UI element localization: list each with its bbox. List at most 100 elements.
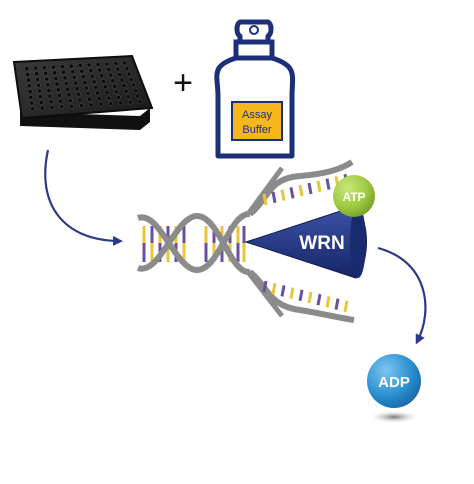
strand-base bbox=[298, 289, 304, 302]
microplate-well bbox=[74, 86, 80, 91]
microplate-well bbox=[77, 63, 83, 68]
microplate-well bbox=[59, 104, 65, 110]
microplate-well bbox=[27, 89, 33, 94]
wrn-label: WRN bbox=[299, 233, 344, 254]
microplate-well bbox=[128, 77, 134, 82]
microplate-well bbox=[33, 65, 39, 71]
microplate-well bbox=[112, 83, 117, 89]
microplate-well bbox=[82, 80, 88, 85]
microplate-well bbox=[125, 94, 131, 100]
strand-base bbox=[271, 191, 277, 204]
microplate-well bbox=[47, 93, 53, 99]
wrn-helicase-icon: WRN bbox=[244, 205, 367, 279]
microplate-well bbox=[79, 68, 85, 74]
adp-label: ADP bbox=[378, 374, 410, 391]
microplate-well bbox=[124, 66, 130, 71]
microplate-well bbox=[118, 100, 123, 106]
microplate-well bbox=[52, 70, 58, 76]
microplate-well bbox=[133, 88, 138, 93]
microplate-well bbox=[90, 73, 95, 79]
microplate-well bbox=[62, 75, 68, 81]
microplate-well bbox=[39, 105, 45, 111]
microplate-well bbox=[123, 88, 129, 94]
microplate-well bbox=[36, 82, 41, 88]
microplate-well bbox=[87, 96, 92, 102]
microplate-well bbox=[119, 77, 125, 83]
microplate-well bbox=[35, 77, 40, 82]
microplate-well bbox=[130, 82, 136, 88]
strand-base bbox=[343, 300, 349, 313]
strand-base bbox=[271, 282, 277, 295]
microplate-well bbox=[45, 82, 51, 88]
microplate-well bbox=[101, 78, 106, 84]
microplate-well bbox=[113, 61, 119, 66]
microplate-well bbox=[49, 105, 55, 110]
microplate-well bbox=[57, 93, 62, 98]
bottle-label bbox=[231, 101, 283, 141]
strand-base bbox=[280, 189, 286, 201]
microplate-well bbox=[80, 74, 86, 80]
microplate-well bbox=[115, 66, 121, 72]
strand-base bbox=[307, 291, 313, 304]
microplate-well bbox=[63, 81, 69, 86]
dna-helix-icon bbox=[136, 159, 355, 323]
microplate-well bbox=[38, 94, 43, 100]
microplate-well bbox=[122, 60, 128, 66]
microplate-well bbox=[102, 84, 108, 90]
microplate-well bbox=[53, 76, 59, 81]
microplate-well bbox=[26, 83, 32, 89]
microplate-well bbox=[95, 90, 100, 96]
strand-base bbox=[289, 187, 295, 199]
microplate-well bbox=[85, 91, 91, 96]
bottle-label-line1: Assay bbox=[242, 109, 272, 121]
microplate-well bbox=[37, 88, 42, 94]
bottle-label-line2: Buffer bbox=[242, 124, 271, 136]
microplate-well bbox=[65, 86, 71, 92]
microplate-well bbox=[71, 74, 77, 80]
microplate-well bbox=[108, 101, 114, 106]
strand-base bbox=[280, 285, 286, 297]
microplate-well bbox=[69, 103, 74, 109]
microplate-well bbox=[106, 67, 112, 72]
microplate-well bbox=[30, 106, 35, 112]
microplate-well bbox=[34, 71, 40, 77]
atp-label: ATP bbox=[342, 190, 365, 204]
microplate-well bbox=[48, 99, 54, 105]
microplate-well bbox=[116, 94, 121, 100]
microplate-well bbox=[77, 97, 83, 103]
microplate-well bbox=[25, 72, 30, 77]
microplate-well bbox=[135, 93, 141, 99]
strand-base bbox=[262, 280, 268, 293]
microplate-well bbox=[51, 64, 56, 70]
microplate-well bbox=[99, 73, 104, 79]
microplate-well bbox=[106, 95, 112, 101]
strand-base bbox=[298, 184, 304, 197]
strand-base bbox=[325, 178, 331, 190]
microplate-well bbox=[91, 79, 97, 85]
microplate-well bbox=[104, 90, 110, 95]
microplate-well bbox=[117, 72, 123, 77]
microplate-well bbox=[93, 85, 99, 90]
microplate-well bbox=[96, 96, 102, 101]
microplate-well bbox=[108, 72, 114, 78]
microplate-well bbox=[28, 94, 34, 100]
strand-base bbox=[289, 287, 295, 299]
microplate-well bbox=[79, 103, 84, 108]
reagent-bottle-icon: Assay Buffer bbox=[214, 19, 296, 159]
microplate-well bbox=[104, 61, 110, 67]
microplate-well bbox=[114, 89, 119, 95]
strand-base bbox=[325, 296, 331, 308]
microplate-well bbox=[44, 76, 50, 82]
microplate-well bbox=[73, 80, 78, 86]
atp-ball-icon: ATP bbox=[333, 175, 375, 217]
microplate-well bbox=[43, 70, 49, 76]
microplate-well bbox=[88, 102, 94, 108]
microplate-well bbox=[126, 71, 132, 77]
microplate-well bbox=[84, 85, 89, 91]
microplate-well bbox=[29, 100, 35, 106]
microplate-well bbox=[70, 69, 76, 75]
microplate-well bbox=[24, 66, 30, 71]
strand-base bbox=[316, 293, 322, 306]
microplate-well bbox=[54, 81, 60, 87]
microplate-well bbox=[76, 91, 81, 97]
